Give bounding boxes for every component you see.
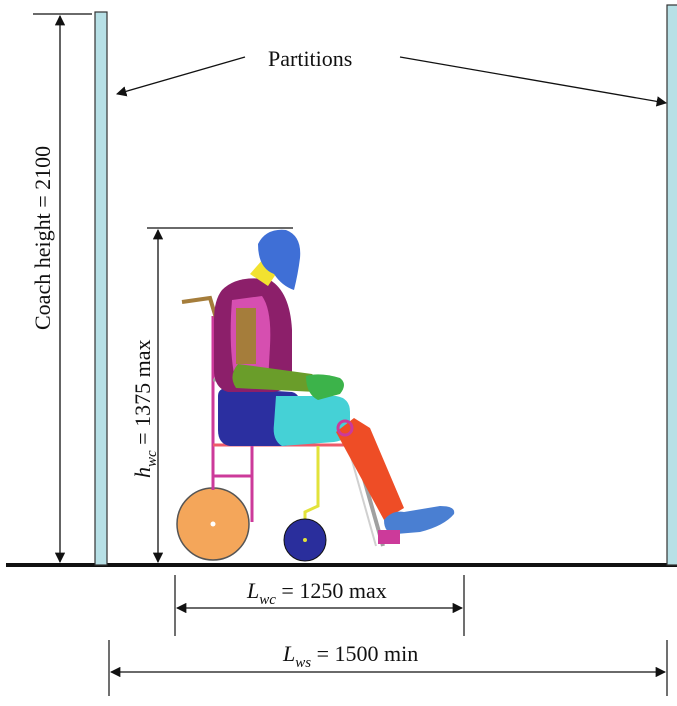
knee-joint [336, 419, 354, 437]
torso-spine [236, 308, 256, 364]
hand [306, 374, 344, 400]
partitions-arrow-left [116, 56, 246, 97]
hwc-label: hwc = 1375 max [130, 340, 160, 478]
push-handle [181, 295, 218, 319]
coach-height-label: Coach height = 2100 [30, 146, 55, 330]
foot-rest [378, 530, 400, 544]
lws-label: Lws = 1500 min [282, 641, 418, 671]
right-partition [666, 4, 677, 566]
thigh [273, 396, 350, 446]
lower-leg [336, 418, 404, 520]
left-partition [94, 11, 108, 566]
frame-front-caster-post [303, 446, 320, 530]
front-caster-hub [303, 538, 307, 542]
rear-wheel-hub [210, 521, 216, 527]
partitions-arrow-right [399, 56, 668, 107]
head [258, 229, 301, 290]
partitions-label: Partitions [268, 46, 352, 71]
upper-arm [232, 364, 318, 392]
shoe [384, 506, 455, 534]
lwc-label: Lwc = 1250 max [246, 578, 387, 608]
wheelchair-occupant [176, 229, 455, 562]
